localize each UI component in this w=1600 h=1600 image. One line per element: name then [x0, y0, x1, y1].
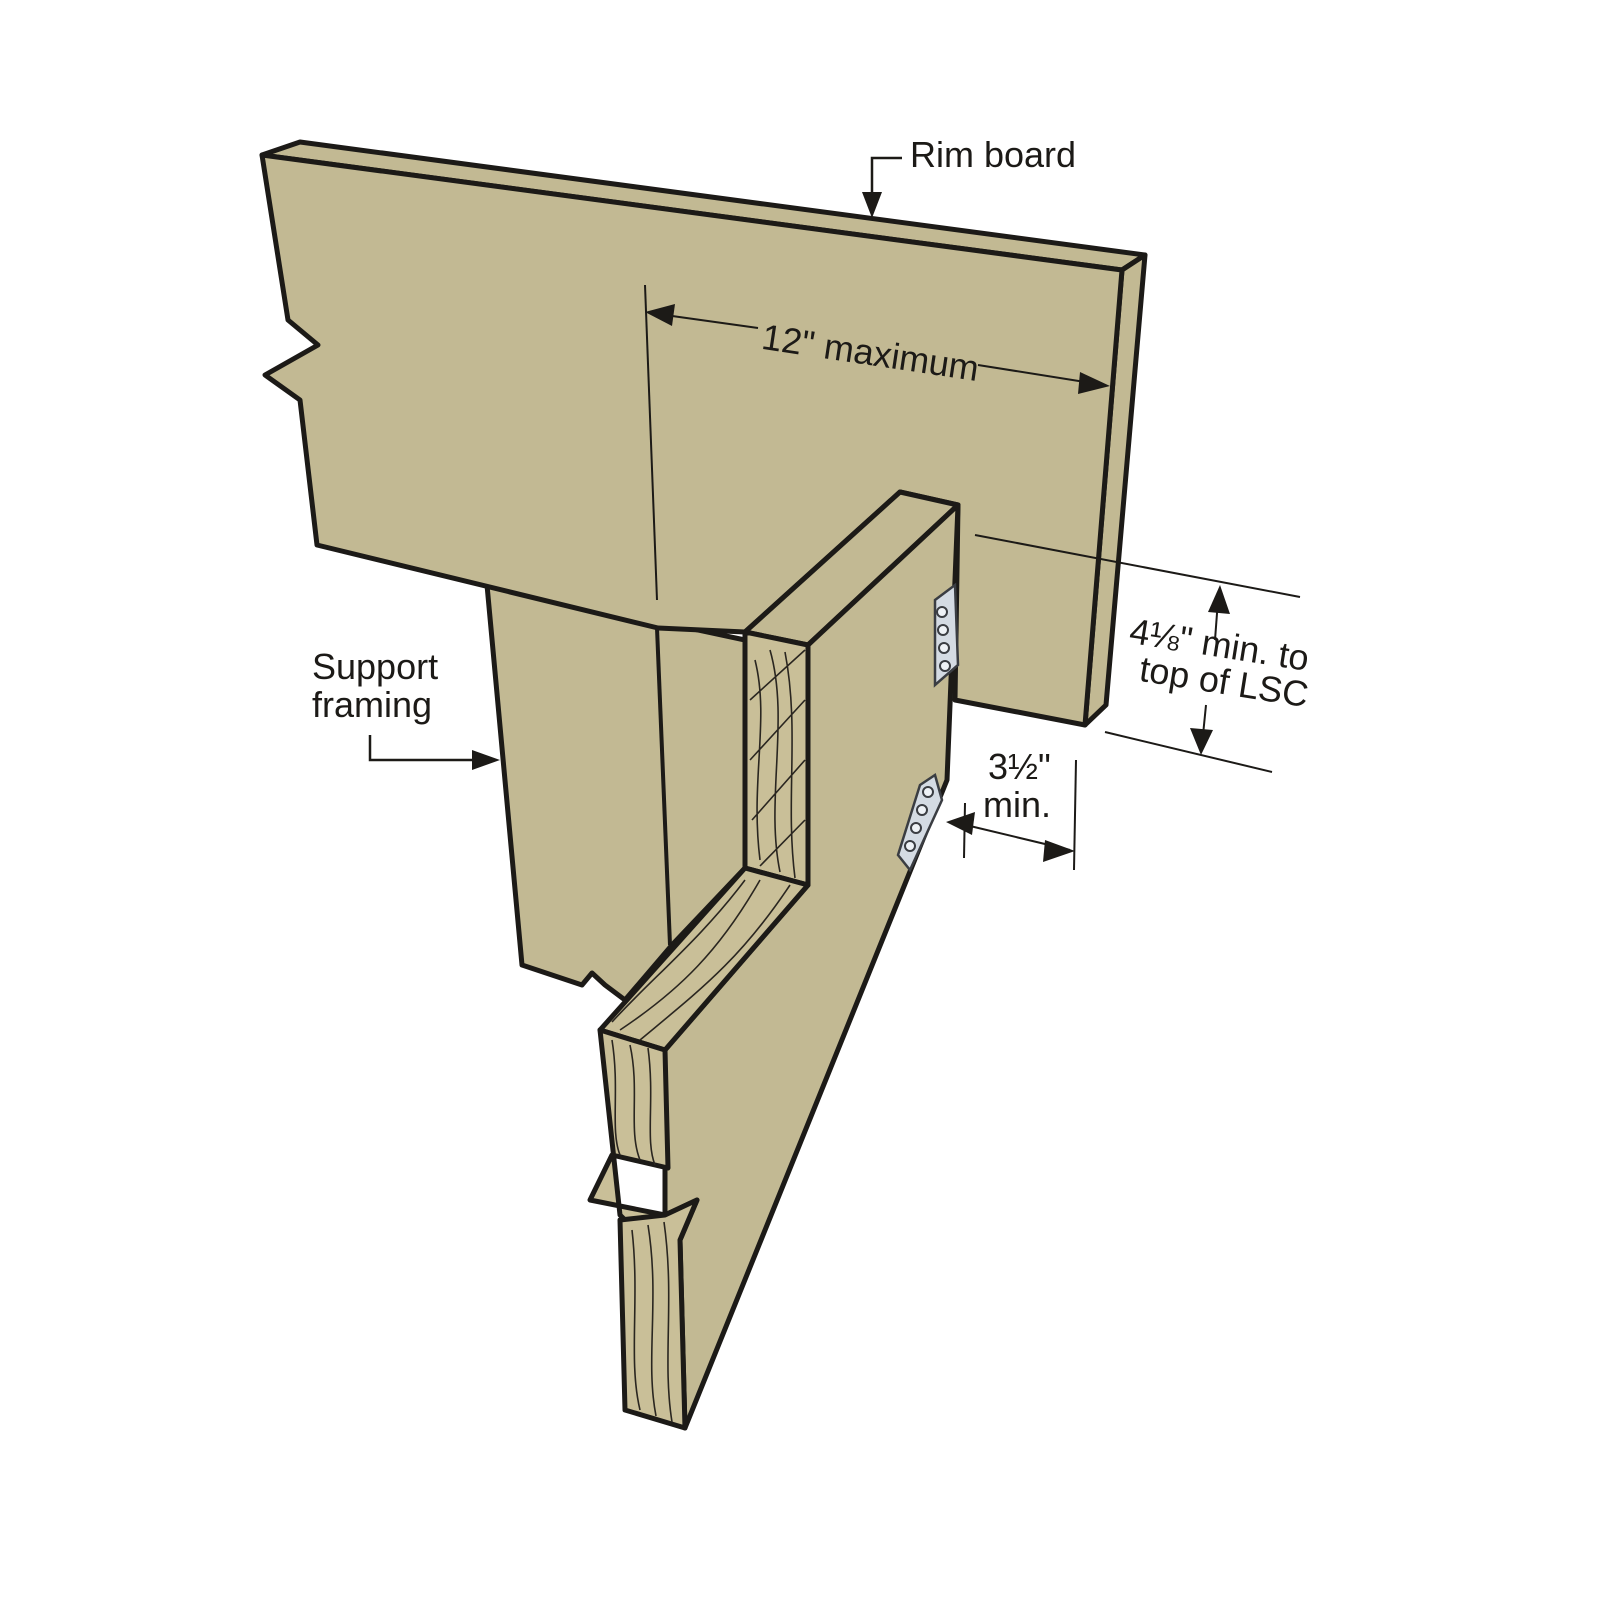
height-arrow-up	[1208, 585, 1230, 614]
support-framing-arrow	[472, 750, 500, 770]
rim-board-leader	[870, 156, 902, 200]
support-framing-leader	[368, 735, 472, 762]
depth-arrow-left	[946, 812, 975, 835]
hanger-upper	[933, 582, 960, 688]
span-extension-line	[644, 284, 658, 601]
support-framing-label-line1: Support	[312, 646, 439, 687]
hanger-lower	[896, 773, 944, 873]
height-extension-bottom	[1104, 731, 1273, 773]
depth-extension-right	[1073, 759, 1077, 871]
height-extension-top	[974, 534, 1301, 598]
joist-end-lower	[617, 1197, 700, 1431]
support-framing-label-line2: framing	[312, 684, 433, 725]
joist-end-middle	[587, 1027, 671, 1223]
span-arrow-left	[645, 304, 675, 326]
depth-arrow-right	[1043, 840, 1075, 862]
span-line-right	[977, 364, 1086, 383]
rim-board-label: Rim board	[910, 134, 1077, 175]
rim-board-face	[259, 152, 1125, 728]
wood-grain	[611, 649, 806, 1423]
depth-label-line2: min.	[983, 784, 1052, 825]
depth-label-line1: 3½"	[988, 746, 1051, 787]
height-arrow-down	[1190, 728, 1213, 755]
span-line-left	[664, 314, 759, 329]
rim-board-arrow	[862, 192, 882, 218]
span-arrow-right	[1078, 372, 1110, 394]
support-framing-seam	[655, 627, 672, 946]
